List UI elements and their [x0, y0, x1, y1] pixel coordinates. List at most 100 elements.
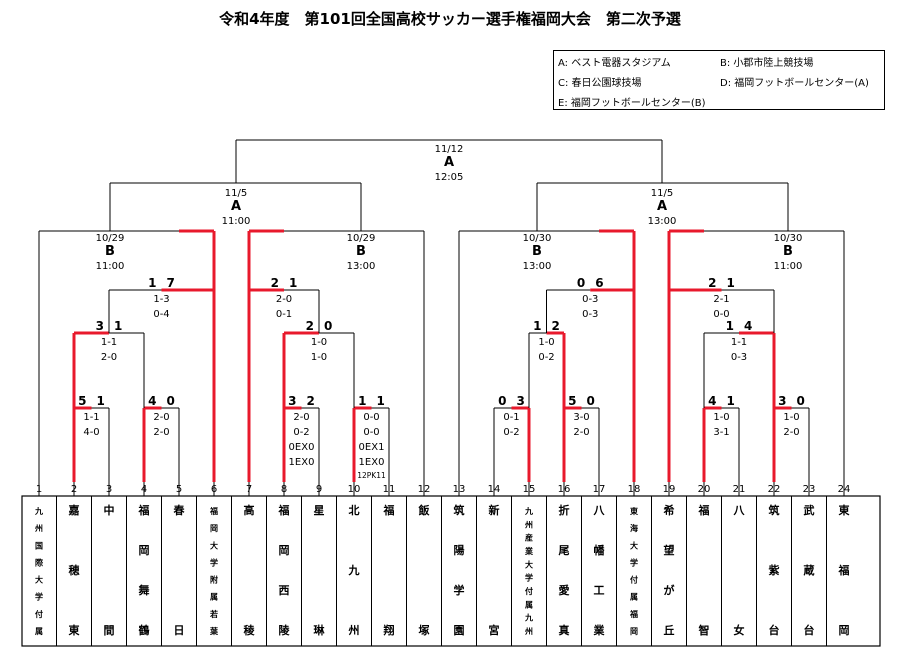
team-name-char: 東 [69, 623, 81, 637]
score-right: 7 [167, 276, 175, 290]
score-detail: 0-0 [363, 412, 379, 423]
score-right: 1 [727, 276, 735, 290]
score-left: 2 [306, 319, 314, 333]
team-name-char: 属 [630, 593, 638, 602]
team-name-char: 稜 [244, 623, 256, 637]
team-name-char: 智 [699, 623, 710, 637]
team-number: 9 [316, 484, 322, 495]
score-detail: 0-1 [276, 309, 292, 320]
team-number: 13 [453, 484, 466, 495]
team-name-char: 九 [34, 506, 43, 516]
score-detail: 1EX0 [289, 457, 315, 468]
match-time: 13:00 [523, 261, 552, 272]
score-right: 1 [97, 394, 105, 408]
score-left: 3 [288, 394, 296, 408]
team-name-char: 海 [630, 523, 638, 533]
team-name-char: 園 [454, 624, 465, 637]
match-venue: A [231, 199, 241, 214]
team-number: 5 [176, 484, 182, 495]
team-name-char: 付 [525, 586, 533, 596]
team-name-char: 葉 [209, 626, 219, 636]
team-name-char: 学 [454, 583, 465, 597]
team-number: 23 [803, 484, 816, 495]
score-left: 2 [708, 276, 716, 290]
score-detail: 1-3 [153, 294, 169, 305]
team-name-char: 岡 [210, 524, 218, 533]
score-detail: 1EX0 [359, 457, 385, 468]
match-venue: B [105, 244, 115, 259]
score-detail: 1-0 [713, 412, 729, 423]
team-name-char: 星 [314, 504, 325, 517]
score-left: 3 [96, 319, 104, 333]
score-right: 1 [377, 394, 385, 408]
team-name-char: 学 [35, 592, 43, 602]
team-name-char: 州 [348, 624, 360, 637]
score-detail: 2-0 [153, 412, 169, 423]
team-name-char: 女 [734, 623, 745, 637]
score-detail: 1-1 [101, 337, 117, 348]
team-name-char: 琳 [314, 623, 326, 637]
score-detail: 2-0 [276, 294, 292, 305]
team-name-char: 陵 [279, 623, 291, 637]
match-date: 10/29 [96, 233, 125, 244]
team-number: 6 [211, 484, 217, 495]
match-date: 10/30 [523, 233, 552, 244]
team-name-char: 州 [34, 524, 43, 533]
match-time: 13:00 [648, 216, 677, 227]
team-name-char: 福 [383, 503, 395, 517]
team-name-char: 福 [209, 506, 218, 516]
team-name-char: 蔵 [804, 563, 815, 577]
score-detail: 0EX1 [359, 442, 385, 453]
score-right: 2 [552, 319, 560, 333]
team-name-char: 間 [104, 624, 115, 637]
team-name-char: 九 [524, 506, 533, 516]
score-right: 2 [307, 394, 315, 408]
team-number: 16 [558, 484, 571, 495]
team-number: 11 [383, 484, 396, 495]
team-name-char: 北 [349, 503, 360, 517]
team-number: 19 [663, 484, 676, 495]
team-number: 15 [523, 484, 536, 495]
score-detail: 2-0 [153, 427, 169, 438]
team-name-char: 筑 [769, 503, 780, 517]
score-right: 4 [744, 319, 752, 333]
team-name-char: 岡 [630, 627, 638, 636]
match-date: 11/5 [651, 188, 673, 199]
score-left: 0 [498, 394, 506, 408]
team-name-char: 業 [593, 623, 606, 637]
team-name-char: 愛 [559, 583, 570, 597]
team-name-char: 九 [348, 563, 360, 577]
match-venue: B [532, 244, 542, 259]
team-name-char: 業 [524, 546, 534, 556]
score-detail: 0EX0 [289, 442, 315, 453]
score-detail: 0-4 [153, 309, 169, 320]
team-name-char: 中 [104, 503, 115, 517]
team-name-char: が [664, 583, 675, 597]
team-name-char: 東 [630, 506, 638, 516]
team-name-char: 春 [174, 503, 186, 517]
venue-d: D: 福岡フットボールセンター(A) [720, 78, 869, 89]
team-number: 12 [418, 484, 431, 495]
team-name-char: 附 [210, 575, 218, 585]
team-name-char: 大 [35, 575, 43, 585]
team-name-char: 八 [593, 504, 606, 517]
match-time: 11:00 [222, 216, 251, 227]
match-venue: B [356, 244, 366, 259]
score-detail: 1-1 [83, 412, 99, 423]
team-name-char: 属 [35, 627, 43, 636]
team-name-char: 台 [769, 623, 780, 637]
team-name-char: 穂 [69, 563, 80, 577]
team-name-char: 岡 [139, 544, 150, 557]
score-left: 0 [577, 276, 585, 290]
match-time: 12:05 [435, 172, 464, 183]
match-venue: A [657, 199, 667, 214]
team-name-char: 際 [35, 557, 44, 567]
match-date: 11/5 [225, 188, 247, 199]
team-name-char: 福 [278, 503, 290, 517]
score-detail: 0-3 [731, 352, 747, 363]
venue-b: B: 小郡市陸上競技場 [720, 58, 814, 69]
team-number: 17 [593, 484, 606, 495]
team-name-char: 尾 [558, 544, 570, 557]
team-name-char: 付 [630, 575, 638, 585]
